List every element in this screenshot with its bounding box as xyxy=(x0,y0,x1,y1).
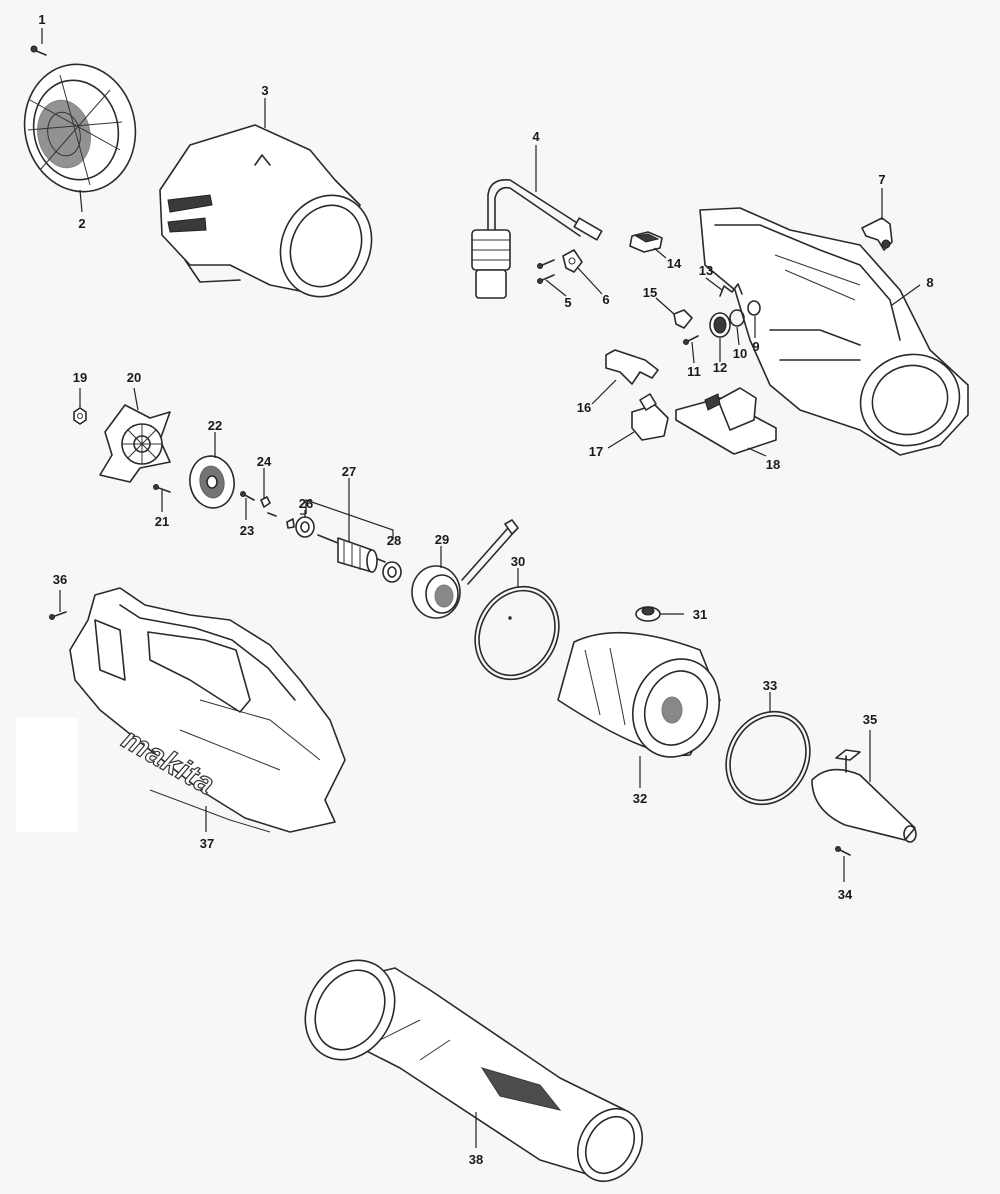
part-38-blower-nozzle xyxy=(304,959,643,1182)
callout-22: 22 xyxy=(208,418,222,433)
part-11-screw xyxy=(683,335,699,345)
callout-30: 30 xyxy=(511,554,525,569)
leader-lines xyxy=(41,28,921,1148)
callout-4: 4 xyxy=(532,129,540,144)
part-20-fan xyxy=(99,404,171,483)
part-13-spring-clip xyxy=(719,283,743,297)
part-32-motor-housing xyxy=(557,631,721,758)
part-18-controller xyxy=(675,387,777,455)
part-14-switch-button xyxy=(629,231,663,253)
part-31-rubber-cap xyxy=(635,606,661,622)
callout-1: 1 xyxy=(38,12,45,27)
blank-patch xyxy=(16,718,78,832)
callout-5: 5 xyxy=(564,295,571,310)
callout-37: 37 xyxy=(200,836,214,851)
callout-29: 29 xyxy=(435,532,449,547)
callout-31: 31 xyxy=(693,607,707,622)
callout-labels: 1 2 3 4 5 6 7 8 9 10 11 12 13 14 15 16 1… xyxy=(38,12,933,1167)
callout-9: 9 xyxy=(752,339,759,354)
callout-36: 36 xyxy=(53,572,67,587)
callout-35: 35 xyxy=(863,712,877,727)
callout-12: 12 xyxy=(713,360,727,375)
callout-17: 17 xyxy=(589,444,603,459)
callout-23: 23 xyxy=(240,523,254,538)
callout-13: 13 xyxy=(699,263,713,278)
part-23-screw xyxy=(240,491,255,501)
part-2-intake-grille xyxy=(23,63,137,193)
callout-26: 26 xyxy=(299,496,313,511)
callout-38: 38 xyxy=(469,1152,483,1167)
callout-10: 10 xyxy=(733,346,747,361)
callout-3: 3 xyxy=(261,83,268,98)
part-10-o-ring xyxy=(729,309,745,327)
part-1-screw xyxy=(30,45,47,56)
part-22-bearing-housing xyxy=(189,455,235,509)
callout-34: 34 xyxy=(838,887,853,902)
callout-2: 2 xyxy=(78,216,85,231)
part-6-clamp xyxy=(562,249,583,273)
part-12-dial xyxy=(709,312,731,338)
part-33-seal-ring xyxy=(725,710,811,806)
callout-19: 19 xyxy=(73,370,87,385)
callout-8: 8 xyxy=(926,275,933,290)
part-35-nozzle-tip xyxy=(811,749,917,843)
part-15-switch xyxy=(673,309,693,329)
callout-15: 15 xyxy=(643,285,657,300)
part-4-lead-wire xyxy=(471,178,603,299)
part-27-rotor xyxy=(317,534,386,573)
part-30-seal-ring xyxy=(474,585,560,681)
part-24-clip xyxy=(260,496,277,517)
part-9-washer xyxy=(747,300,761,316)
part-21-screw xyxy=(153,484,171,493)
callout-20: 20 xyxy=(127,370,141,385)
callout-21: 21 xyxy=(155,514,169,529)
callout-24: 24 xyxy=(257,454,272,469)
callout-14: 14 xyxy=(667,256,682,271)
callout-27: 27 xyxy=(342,464,356,479)
part-28-bearing xyxy=(382,561,402,583)
callout-16: 16 xyxy=(577,400,591,415)
part-29-stator xyxy=(411,519,519,619)
callout-28: 28 xyxy=(387,533,401,548)
part-3-fan-cover xyxy=(159,124,373,298)
callout-33: 33 xyxy=(763,678,777,693)
part-19-nut xyxy=(73,407,87,425)
part-7-lever xyxy=(861,217,893,251)
part-16-trigger xyxy=(605,349,659,385)
part-5-screws xyxy=(537,259,555,284)
part-37-main-housing xyxy=(69,587,346,833)
part-26-bearing xyxy=(286,516,315,538)
callout-11: 11 xyxy=(687,364,701,379)
assembly-bracket xyxy=(300,499,394,540)
callout-32: 32 xyxy=(633,791,647,806)
callout-7: 7 xyxy=(878,172,885,187)
part-34-screw xyxy=(835,846,851,856)
callout-6: 6 xyxy=(602,292,609,307)
callout-18: 18 xyxy=(766,457,780,472)
part-8-handle-housing xyxy=(699,207,969,456)
part-17-connector-block xyxy=(631,393,669,441)
part-36-screw xyxy=(49,611,67,620)
